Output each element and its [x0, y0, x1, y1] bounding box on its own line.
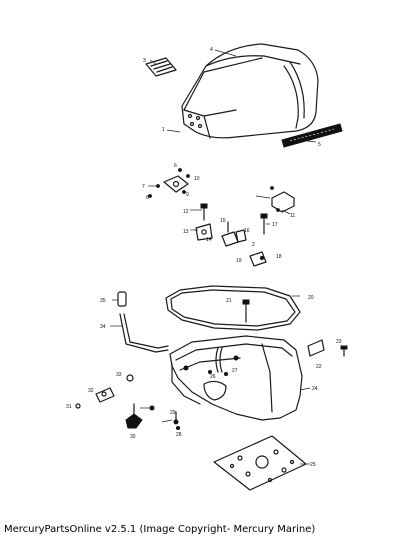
tube-cap	[117, 291, 127, 307]
cowl-seal	[165, 285, 301, 331]
screw-23	[340, 345, 348, 357]
left-hardware	[75, 374, 134, 409]
callout-25: 25	[310, 462, 316, 468]
hinge-bracket	[270, 186, 295, 213]
latch-assembly	[148, 168, 190, 198]
callout-26: 26	[210, 374, 216, 380]
callout-12: 12	[183, 209, 189, 215]
callout-11: 11	[290, 213, 295, 219]
callout-34: 34	[100, 324, 106, 330]
exploded-parts-diagram: 1 3 4 5 6 7 8 9 10 11 12 13 14 15 16 17 …	[66, 43, 348, 491]
callout-30: 30	[130, 434, 136, 440]
diagram-canvas: 1 3 4 5 6 7 8 9 10 11 12 13 14 15 16 17 …	[66, 43, 348, 491]
callout-32: 32	[88, 388, 94, 394]
callout-10: 10	[194, 176, 200, 182]
callout-6: 6	[174, 163, 177, 169]
callout-8: 8	[146, 195, 149, 201]
callout-33: 33	[116, 372, 122, 378]
callout-35: 35	[100, 298, 106, 304]
callout-labels: 1 3 4 5 6 7 8 9 10 11 12 13 14 15 16 17 …	[66, 47, 342, 468]
callout-1: 1	[162, 127, 165, 133]
base-plate	[213, 435, 307, 491]
callout-15: 15	[220, 218, 226, 224]
callout-20: 20	[308, 295, 314, 301]
callout-29: 29	[170, 410, 176, 416]
small-plate	[307, 339, 325, 357]
callout-27: 27	[232, 368, 238, 374]
breather-tube	[119, 313, 169, 353]
callout-19: 19	[236, 258, 242, 264]
lower-latch-hardware	[125, 370, 228, 430]
callout-28: 28	[176, 432, 182, 438]
callout-14: 14	[206, 237, 212, 243]
callout-5: 5	[318, 142, 321, 148]
callout-9: 9	[186, 192, 189, 198]
bolt-21	[242, 299, 250, 323]
callout-18: 18	[276, 254, 282, 260]
image-copyright-caption: MercuryPartsOnline v2.5.1 (Image Copyrig…	[4, 524, 316, 535]
leader-lines	[110, 49, 317, 465]
callout-13: 13	[183, 229, 189, 235]
callout-3: 3	[143, 58, 146, 64]
lower-cowl	[169, 335, 303, 421]
callout-7: 7	[142, 184, 145, 190]
callout-24: 24	[312, 386, 318, 392]
callout-21: 21	[226, 298, 232, 304]
top-cowl	[181, 43, 319, 139]
callout-16: 16	[244, 228, 250, 234]
callout-17: 17	[272, 222, 278, 228]
latch-hardware	[195, 203, 268, 267]
callout-31: 31	[66, 404, 72, 410]
callout-2: 2	[252, 242, 255, 248]
decal-strip	[281, 123, 343, 148]
callout-4: 4	[210, 47, 213, 53]
callout-22: 22	[316, 364, 322, 370]
callout-23: 23	[336, 339, 342, 345]
